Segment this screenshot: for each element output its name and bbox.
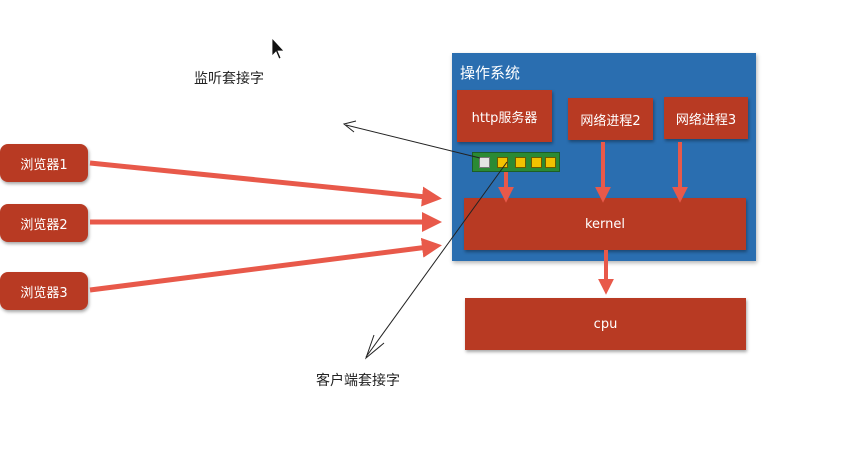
browser-label-3: 浏览器3 bbox=[20, 285, 68, 301]
browser-label-2: 浏览器2 bbox=[20, 217, 68, 233]
process-label-3: 网络进程3 bbox=[675, 112, 737, 128]
socket-queue bbox=[472, 152, 560, 172]
process-box-3: 网络进程3 bbox=[664, 97, 748, 139]
client-socket-pointer bbox=[365, 161, 508, 358]
browser-label-1: 浏览器1 bbox=[20, 157, 68, 173]
browser-3: 浏览器3 bbox=[0, 272, 88, 310]
queue-slot bbox=[515, 157, 526, 168]
listen-socket-pointer bbox=[345, 124, 481, 159]
process-box-2: 网络进程2 bbox=[568, 98, 653, 140]
browser-1-arrow bbox=[89, 160, 442, 207]
process-label-2: 网络进程2 bbox=[580, 113, 641, 129]
listen-socket-pointer-head bbox=[342, 120, 357, 133]
listen-socket-label: 监听套接字 bbox=[194, 71, 264, 87]
cpu-label: cpu bbox=[593, 316, 618, 332]
client-socket-label: 客户端套接字 bbox=[316, 373, 400, 389]
os-title: 操作系统 bbox=[460, 64, 521, 82]
queue-slot bbox=[545, 157, 556, 168]
client-socket-pointer-head bbox=[364, 334, 385, 360]
kernel-box: kernel bbox=[464, 198, 746, 250]
http-server-label: http服务器 bbox=[471, 110, 538, 126]
http-server-box: http服务器 bbox=[457, 90, 552, 142]
browser-2: 浏览器2 bbox=[0, 204, 88, 242]
browser-1: 浏览器1 bbox=[0, 144, 88, 182]
kernel-label: kernel bbox=[584, 216, 626, 232]
browser-3-arrow bbox=[89, 237, 442, 293]
cpu-box: cpu bbox=[465, 298, 746, 350]
queue-slot bbox=[479, 157, 490, 168]
queue-slot bbox=[531, 157, 542, 168]
mouse-cursor-icon bbox=[271, 36, 285, 60]
